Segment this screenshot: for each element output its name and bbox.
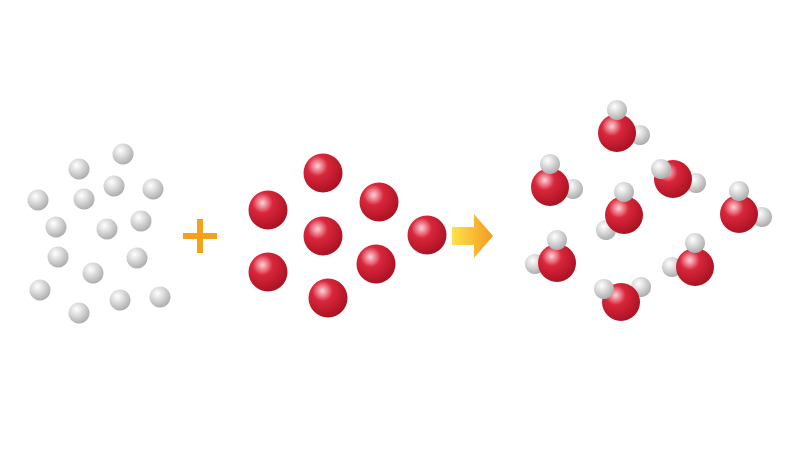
- oxygen-atom: [303, 153, 343, 193]
- water-molecule: [720, 181, 772, 233]
- hydrogen-atom: [68, 158, 90, 180]
- hydrogen-atom: [96, 218, 118, 240]
- water-molecule: [651, 159, 706, 198]
- water-molecule: [598, 100, 650, 152]
- water-molecule: [662, 233, 714, 286]
- hydrogen-atom: [685, 233, 705, 253]
- hydrogen-atom: [73, 188, 95, 210]
- hydrogen-atom: [540, 154, 560, 174]
- hydrogen-atom: [142, 178, 164, 200]
- oxygen-atom: [598, 114, 636, 152]
- hydrogen-atom: [29, 279, 51, 301]
- oxygen-atom: [407, 215, 447, 255]
- oxygen-reactant-group: [248, 153, 447, 318]
- oxygen-atom: [538, 244, 576, 282]
- hydrogen-atom: [729, 181, 749, 201]
- water-molecule: [596, 182, 643, 240]
- oxygen-atom: [356, 244, 396, 284]
- hydrogen-atom: [607, 100, 627, 120]
- arrow-right-icon: [452, 214, 493, 258]
- hydrogen-atom: [103, 175, 125, 197]
- hydrogen-atom: [149, 286, 171, 308]
- hydrogen-atom: [109, 289, 131, 311]
- hydrogen-atom: [68, 302, 90, 324]
- hydrogen-atom: [130, 210, 152, 232]
- oxygen-atom: [720, 195, 758, 233]
- oxygen-atom: [605, 196, 643, 234]
- water-molecule: [531, 154, 583, 206]
- oxygen-atom: [248, 190, 288, 230]
- water-molecule: [525, 230, 576, 282]
- hydrogen-atom: [27, 189, 49, 211]
- hydrogen-atom: [112, 143, 134, 165]
- hydrogen-atom: [547, 230, 567, 250]
- hydrogen-atom: [126, 247, 148, 269]
- hydrogen-atom: [45, 216, 67, 238]
- oxygen-atom: [308, 278, 348, 318]
- oxygen-atom: [248, 252, 288, 292]
- hydrogen-atom: [594, 279, 614, 299]
- oxygen-atom: [303, 216, 343, 256]
- hydrogen-reactant-group: [27, 143, 171, 324]
- water-molecule: [594, 277, 651, 321]
- hydrogen-atom: [82, 262, 104, 284]
- oxygen-atom: [531, 168, 569, 206]
- hydrogen-atom: [651, 159, 671, 179]
- oxygen-atom: [676, 248, 714, 286]
- plus-icon: [183, 219, 217, 253]
- hydrogen-atom: [47, 246, 69, 268]
- hydrogen-atom: [614, 182, 634, 202]
- water-product-group: [525, 100, 772, 321]
- oxygen-atom: [359, 182, 399, 222]
